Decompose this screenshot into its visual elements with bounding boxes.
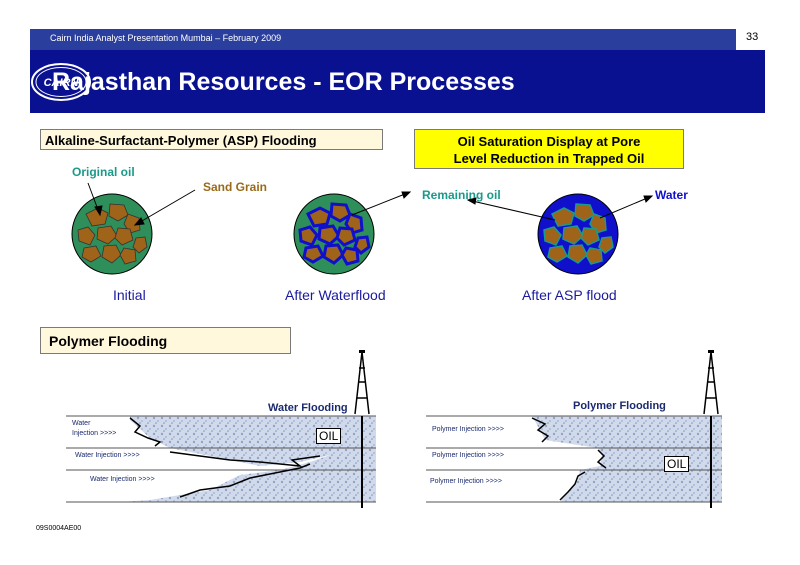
left-injection-3: Water Injection >>>>: [90, 476, 155, 483]
remaining-oil-label: Remaining oil: [422, 188, 501, 202]
asp-heading-text: Alkaline-Surfactant-Polymer (ASP) Floodi…: [45, 133, 317, 148]
original-oil-label: Original oil: [72, 165, 135, 179]
caption-after-asp: After ASP flood: [522, 287, 617, 303]
slide-title: Rajasthan Resources - EOR Processes: [52, 68, 515, 96]
pore-initial: [71, 193, 153, 275]
arrow-sand-grain: [134, 189, 196, 226]
presentation-title: Cairn India Analyst Presentation Mumbai …: [50, 33, 282, 43]
water-flooding-title: Water Flooding: [268, 402, 348, 414]
polymer-heading-text: Polymer Flooding: [49, 333, 168, 349]
oil-saturation-line1: Oil Saturation Display at Pore: [457, 134, 641, 149]
right-injection-2: Polymer Injection >>>>: [432, 452, 504, 459]
caption-after-waterflood: After Waterflood: [285, 287, 386, 303]
page-number: 33: [746, 31, 759, 43]
right-oil-label: OIL: [664, 456, 690, 472]
right-injection-3: Polymer Injection >>>>: [430, 478, 502, 485]
left-injection-2: Water Injection >>>>: [75, 452, 140, 459]
presentation-header-bar: Cairn India Analyst Presentation Mumbai …: [30, 29, 736, 50]
title-banner: Rajasthan Resources - EOR Processes CAIR…: [30, 50, 765, 113]
cairn-logo: CAIRN: [31, 63, 91, 101]
left-injection-1b: Injection >>>>: [72, 430, 117, 437]
arrow-waterflood: [351, 191, 411, 216]
water-label: Water: [655, 188, 688, 202]
pore-after-asp: [537, 193, 619, 275]
polymer-flooding-title: Polymer Flooding: [573, 400, 666, 412]
right-injection-1: Polymer Injection >>>>: [432, 426, 504, 433]
sand-grain-label: Sand Grain: [203, 180, 268, 194]
oil-saturation-box: Oil Saturation Display at Pore Level Red…: [414, 129, 684, 169]
left-injection-1a: Water: [72, 420, 91, 427]
arrow-remaining-oil: [467, 199, 556, 221]
oil-saturation-line2: Level Reduction in Trapped Oil: [453, 151, 645, 166]
asp-heading: Alkaline-Surfactant-Polymer (ASP) Floodi…: [40, 129, 383, 150]
svg-text:CAIRN: CAIRN: [44, 77, 80, 89]
pore-after-waterflood: [293, 193, 375, 275]
arrow-original-oil: [87, 182, 101, 216]
left-oil-label: OIL: [316, 428, 342, 444]
arrow-water: [599, 195, 653, 219]
caption-initial: Initial: [113, 287, 146, 303]
polymer-heading: Polymer Flooding: [40, 327, 291, 354]
document-code: 09S0004AE00: [36, 525, 82, 532]
